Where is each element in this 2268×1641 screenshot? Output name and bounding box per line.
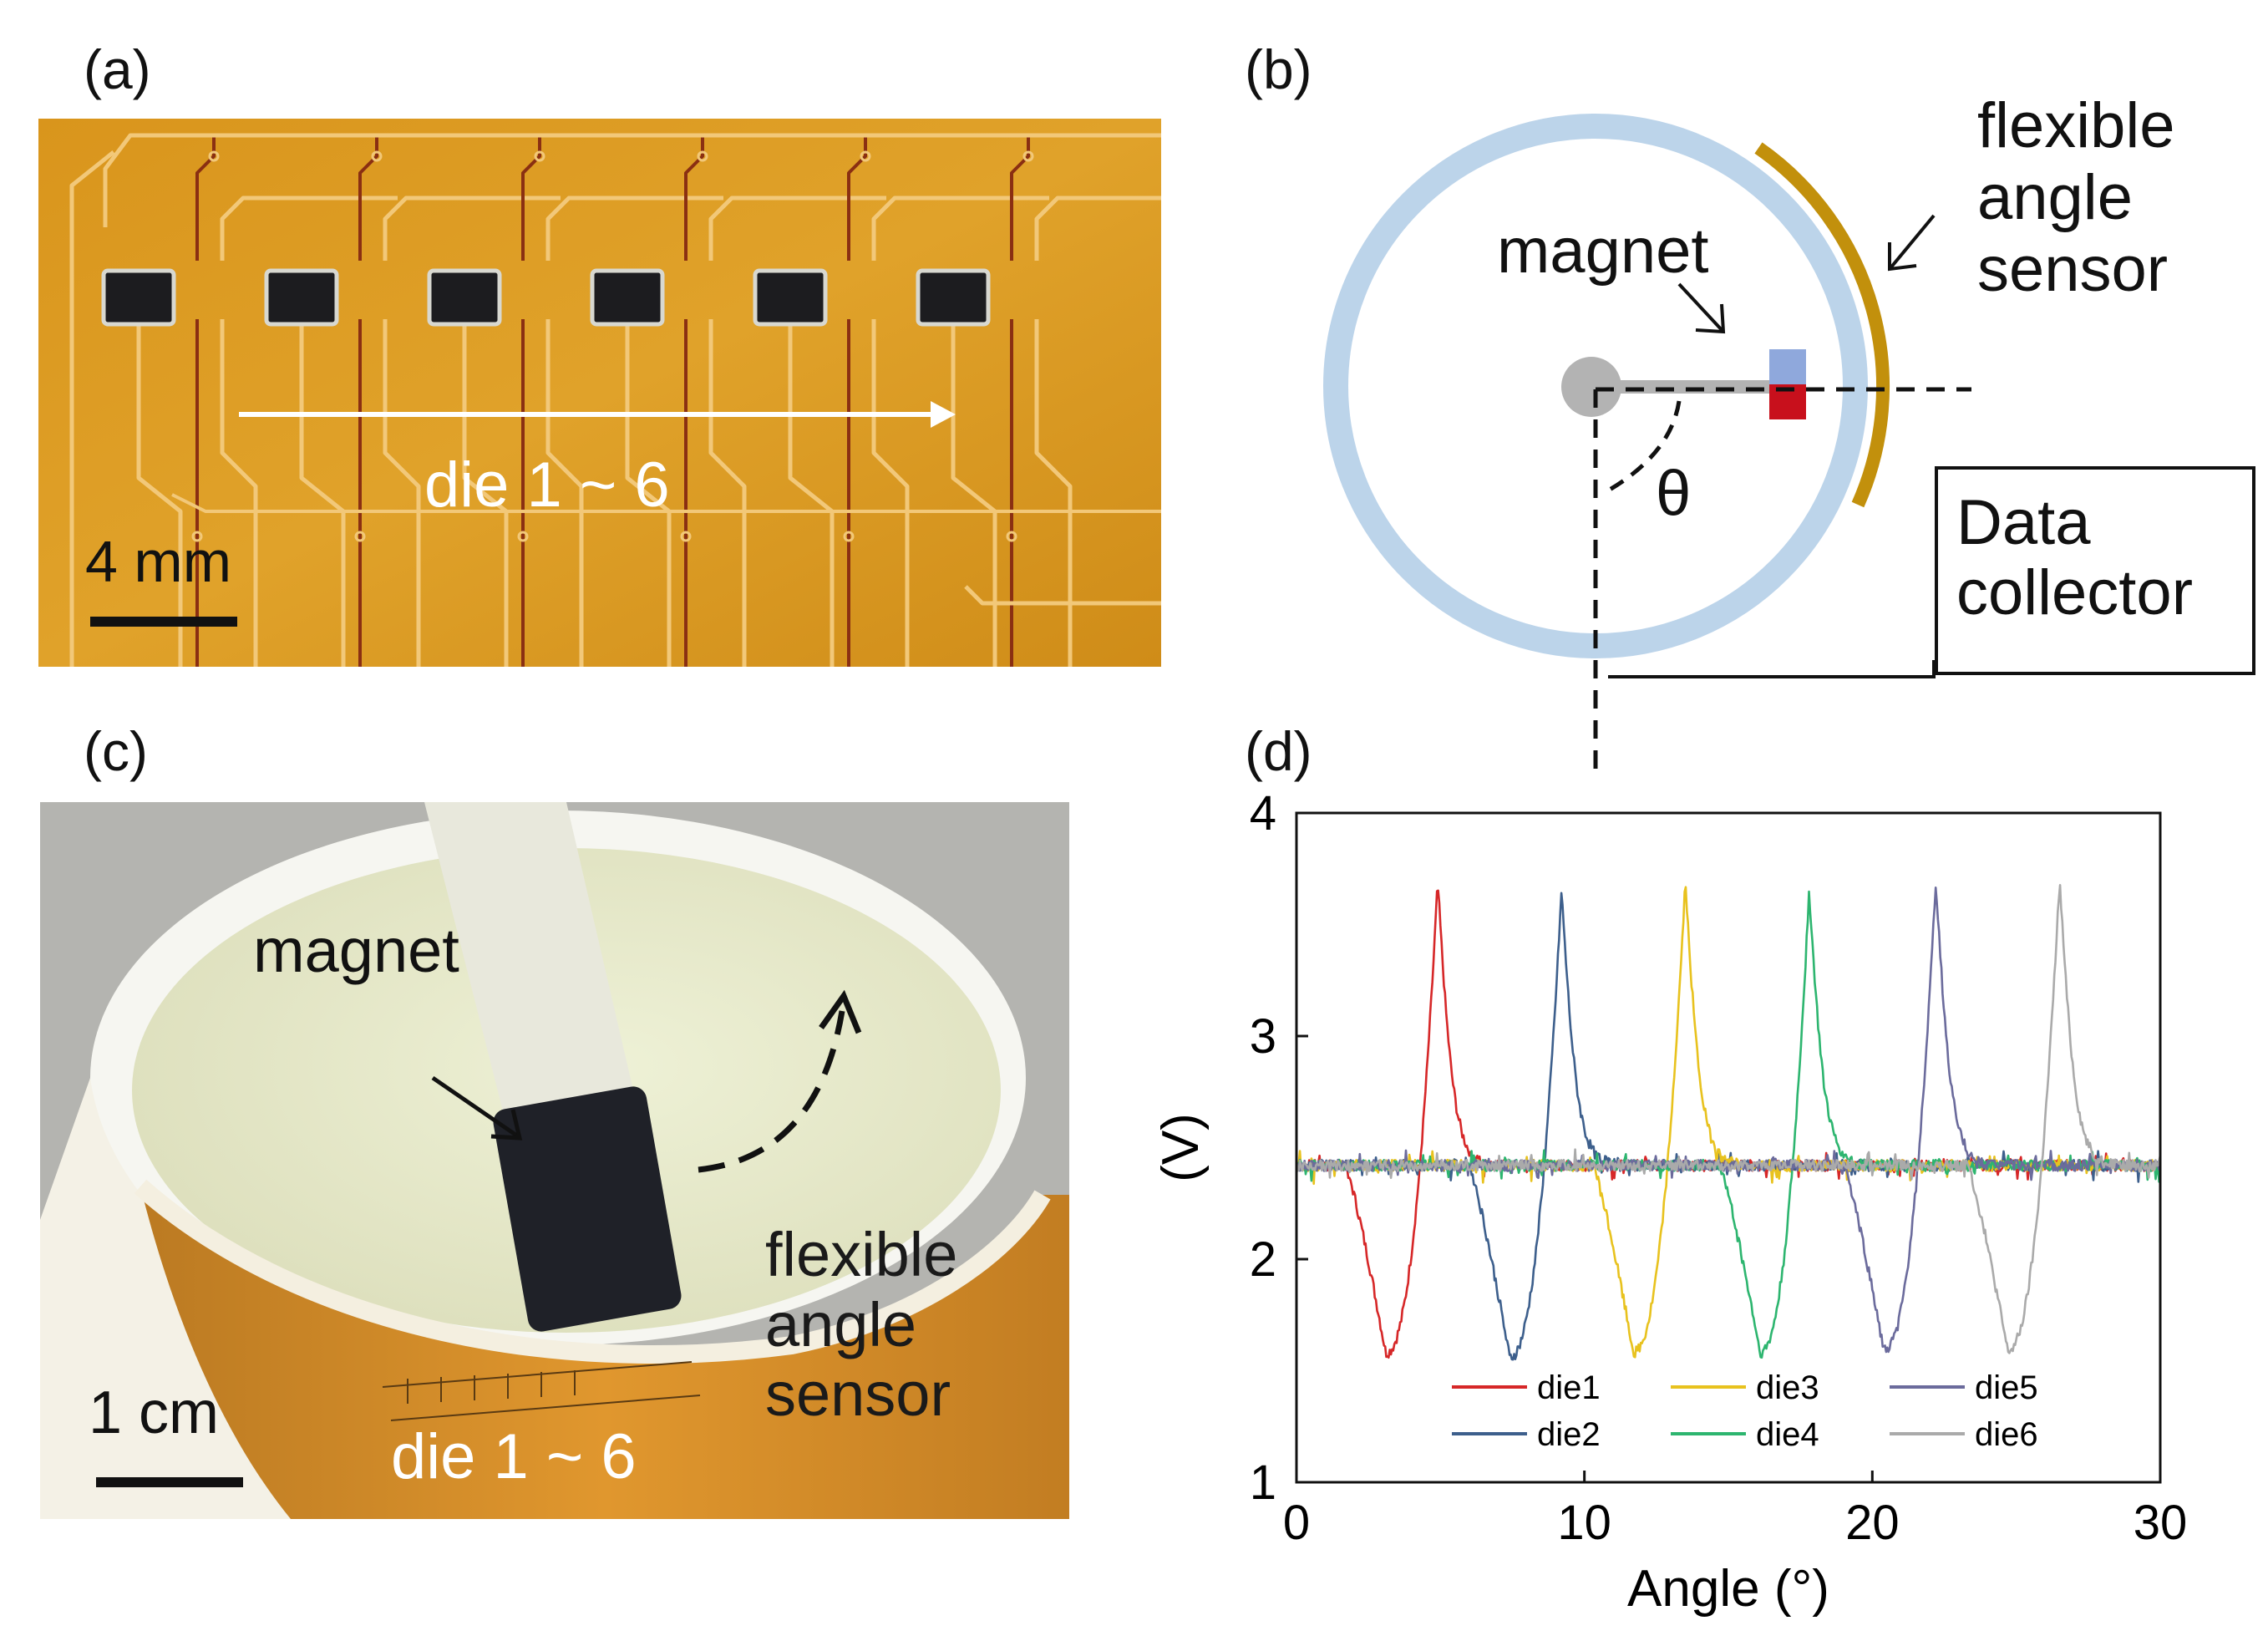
cylinder-photo: magnet flexible angle sensor die 1 ~ 6 1…	[40, 802, 1069, 1519]
x-axis-label: Angle (°)	[1627, 1560, 1829, 1618]
legend-label-die4: die4	[1756, 1416, 1819, 1453]
die-chip	[753, 268, 828, 327]
legend-label-die2: die2	[1537, 1416, 1601, 1453]
magnet-top	[1769, 349, 1806, 384]
panel-b-label: (b)	[1245, 38, 1312, 100]
y-axis-label: (V)	[1152, 1113, 1210, 1182]
panel-a-label: (a)	[84, 38, 151, 100]
die-range-label-c: die 1 ~ 6	[391, 1421, 637, 1492]
y-tick-label: 1	[1250, 1456, 1276, 1510]
magnet-label-b: magnet	[1497, 216, 1709, 287]
panel-d-label: (d)	[1245, 720, 1312, 782]
x-tick-label: 10	[1557, 1496, 1611, 1550]
magnet-pointer-head	[1695, 303, 1726, 334]
flexible-sensor-label-c: flexible angle sensor	[765, 1220, 958, 1430]
series-die1	[1295, 889, 2162, 1359]
panel-c-label: (c)	[84, 720, 148, 782]
flex-pcb-illustration	[38, 119, 1161, 667]
legend-label-die1: die1	[1537, 1369, 1601, 1406]
flex-pcb-photo: die 1 ~ 6 4 mm	[38, 119, 1161, 667]
scale-label-a: 4 mm	[85, 529, 231, 594]
scale-bar-c	[96, 1477, 243, 1487]
sensor-pointer-head	[1888, 242, 1917, 272]
die-chip	[427, 268, 502, 327]
y-tick-label: 2	[1250, 1232, 1276, 1287]
die-chip	[916, 268, 991, 327]
die-direction-arrowhead	[931, 401, 956, 428]
y-tick-label: 4	[1250, 786, 1276, 841]
series-die2	[1295, 892, 2162, 1361]
collector-wire	[1608, 660, 1936, 678]
legend-label-die6: die6	[1975, 1416, 2038, 1453]
voltage-angle-chart: 0 10 20 30 1 2 3 4 die1 die2 die3 die4 die5 die6 Ang…	[1152, 786, 2188, 1618]
x-tick-label: 0	[1283, 1496, 1310, 1550]
theta-label: θ	[1656, 458, 1692, 529]
arm-pivot	[1561, 357, 1621, 417]
scale-label-c: 1 cm	[89, 1379, 220, 1446]
flexible-sensor-arc	[1754, 142, 1890, 508]
die-range-label-a: die 1 ~ 6	[424, 450, 670, 521]
x-tick-label: 20	[1845, 1496, 1900, 1550]
sensor-pointer-line	[1888, 214, 1936, 271]
series-die6	[1295, 884, 2162, 1354]
y-tick-label: 3	[1250, 1009, 1276, 1064]
series-die4	[1296, 890, 2162, 1359]
legend-label-die3: die3	[1756, 1369, 1819, 1406]
x-tick-label: 30	[2134, 1496, 2188, 1550]
die-chip	[264, 268, 339, 327]
cylinder-illustration	[40, 802, 1069, 1519]
magnet-block	[493, 1086, 682, 1332]
magnet-label-c: magnet	[253, 916, 459, 985]
angle-arc	[1602, 400, 1682, 495]
magnet-pointer-c	[431, 1075, 520, 1139]
series-die5	[1295, 887, 2162, 1354]
rotation-arrow	[698, 1010, 845, 1173]
data-collector-box: Data collector	[1935, 466, 2255, 675]
die-chip	[590, 268, 665, 327]
magnet-pointer-line	[1677, 282, 1725, 333]
flexible-sensor-label-b: flexible angle sensor	[1977, 90, 2175, 305]
series-die3	[1295, 886, 2162, 1359]
plot-frame	[1295, 811, 2162, 1484]
die-chip	[101, 268, 176, 327]
scale-bar-a	[90, 617, 237, 627]
legend-label-die5: die5	[1975, 1369, 2038, 1406]
